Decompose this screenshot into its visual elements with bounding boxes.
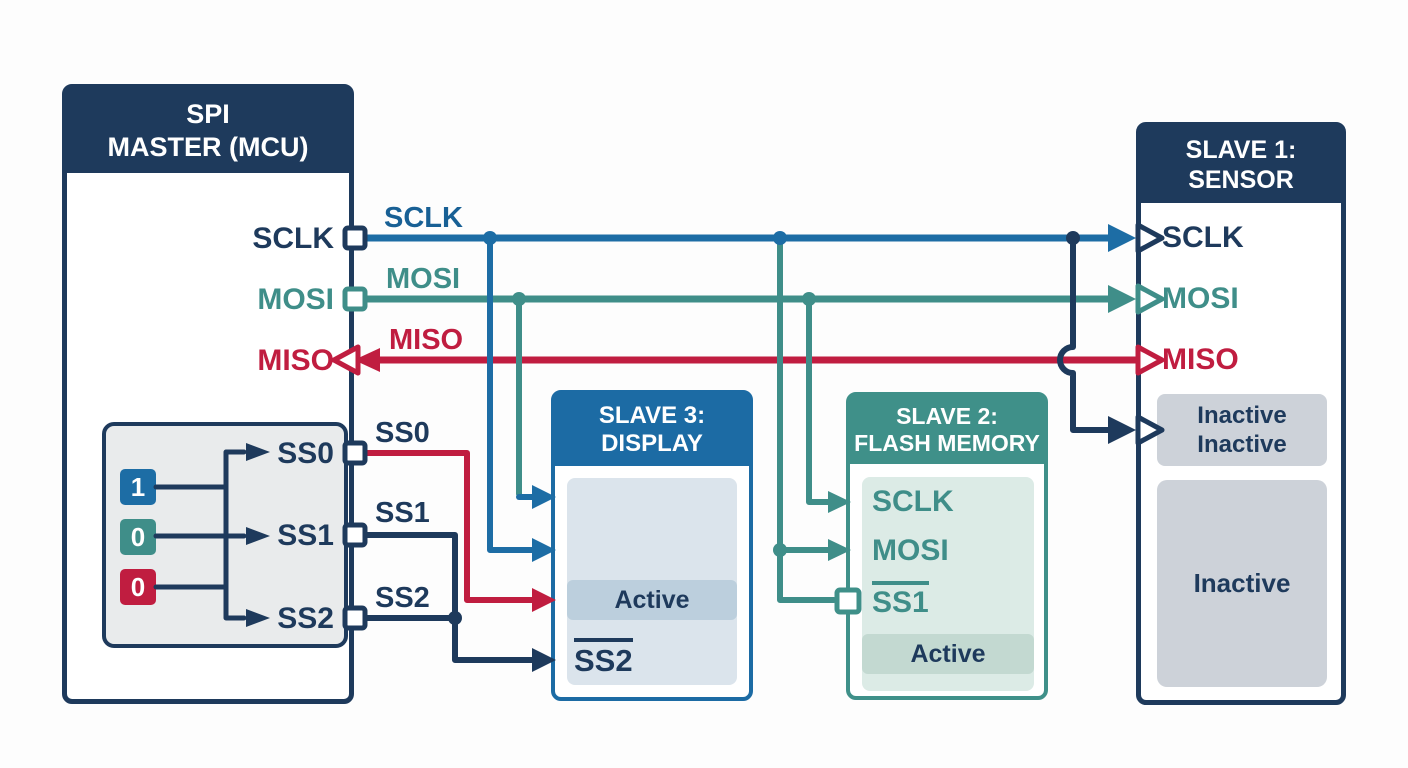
ss0-wire [362, 450, 535, 603]
slave2-sclk-label: SCLK [872, 485, 954, 518]
master-mosi-label: MOSI [257, 283, 334, 316]
sclk-bus-label: SCLK [384, 202, 463, 234]
slave2-header: SLAVE 2: FLASH MEMORY [850, 396, 1044, 464]
slave1-title-line2: SENSOR [1188, 166, 1294, 194]
mosi-bus-label: MOSI [386, 263, 461, 295]
slave1-title-line1: SLAVE 1: [1185, 136, 1297, 164]
sensor-chevron-miso [1135, 344, 1165, 376]
ss0-bus-label: SS0 [375, 417, 430, 449]
select-bit-1-value: 1 [130, 471, 146, 502]
select-bit-2-chip: 0 [120, 519, 156, 555]
slave2-ss1-label: SS1 [872, 581, 929, 618]
slave2-title-line2: FLASH MEMORY [854, 430, 1040, 456]
ss1-bus-label: SS1 [375, 497, 430, 529]
select-bit-2-value: 0 [130, 521, 146, 552]
select-bit-3-chip: 0 [120, 569, 156, 605]
open-chevrons [331, 222, 1165, 446]
mosi-arrow-sensor [1108, 285, 1136, 313]
chip-select-arrowheads [246, 443, 270, 627]
slave1-large-status-panel: Inactive [1157, 480, 1327, 687]
slave1-large-status-label: Inactive [1193, 568, 1291, 598]
flash-arrow-mosi [828, 539, 851, 561]
flash-arrow-sclk [828, 491, 851, 513]
master-sclk-label: SCLK [252, 222, 334, 255]
sclk-tap-sensor [1057, 238, 1111, 433]
master-header: SPI MASTER (MCU) [67, 89, 349, 173]
mosi-tap-flash [806, 296, 831, 505]
sclk-tap-display [487, 235, 535, 553]
master-ss1-pin [342, 522, 368, 548]
master-ss0-pin [342, 440, 368, 466]
master-ss0-label: SS0 [277, 437, 334, 470]
ss1-wire [362, 532, 535, 663]
select-bit-1-chip: 1 [120, 469, 156, 505]
display-arrow-active [532, 588, 556, 612]
master-chevron-miso [331, 344, 361, 376]
sensor-chevron-mosi [1135, 283, 1165, 315]
display-arrow-row1 [532, 485, 556, 509]
slave2-mosi-label: MOSI [872, 534, 949, 567]
slave1-miso-label: MISO [1162, 343, 1239, 376]
slave3-active-label: Active [614, 585, 690, 614]
slave2-active-band: Active [862, 634, 1034, 674]
chip-select-wires [153, 449, 247, 621]
miso-arrow-master [354, 348, 380, 372]
status-arrow-sensor [1108, 416, 1136, 444]
slave2-active-label: Active [910, 639, 986, 668]
sclk-arrow-sensor [1108, 224, 1136, 252]
master-miso-label: MISO [257, 344, 334, 377]
slave1-mosi-label: MOSI [1162, 282, 1239, 315]
sclk-tap-flash [777, 238, 837, 603]
junction-dots [448, 231, 1080, 625]
slave1-small-status-line1: Inactive [1197, 402, 1287, 429]
slave3-header: SLAVE 3: DISPLAY [555, 394, 749, 466]
select-bit-3-value: 0 [130, 571, 146, 602]
slave3-title-line1: SLAVE 3: [598, 402, 706, 429]
slave3-ss2-label: SS2 [574, 638, 633, 676]
slave3-active-band: Active [567, 580, 737, 620]
slave1-header: SLAVE 1: SENSOR [1141, 127, 1341, 203]
slave1-small-status-panel: Inactive Inactive [1157, 394, 1327, 466]
slave1-small-status-line2: Inactive [1197, 431, 1287, 458]
pins [342, 225, 862, 631]
master-ss2-label: SS2 [277, 602, 334, 635]
sensor-chevron-status [1135, 414, 1165, 446]
master-title-line2: MASTER (MCU) [107, 132, 309, 162]
sensor-chevron-sclk [1135, 222, 1165, 254]
miso-bus-label: MISO [389, 324, 464, 356]
master-mosi-pin [342, 286, 368, 312]
master-title-line1: SPI [186, 99, 230, 129]
slave1-sclk-label: SCLK [1162, 221, 1244, 254]
display-arrow-row2 [532, 538, 556, 562]
filled-arrowheads [354, 224, 1136, 672]
slave2-title-line1: SLAVE 2: [896, 403, 998, 429]
slave3-title-line2: DISPLAY [601, 430, 703, 457]
master-ss1-label: SS1 [277, 519, 334, 552]
display-arrow-ss2 [532, 648, 556, 672]
master-ss2-pin [342, 605, 368, 631]
master-sclk-pin [342, 225, 368, 251]
ss2-bus-label: SS2 [375, 582, 430, 614]
flash-ss1-pin [834, 587, 862, 615]
